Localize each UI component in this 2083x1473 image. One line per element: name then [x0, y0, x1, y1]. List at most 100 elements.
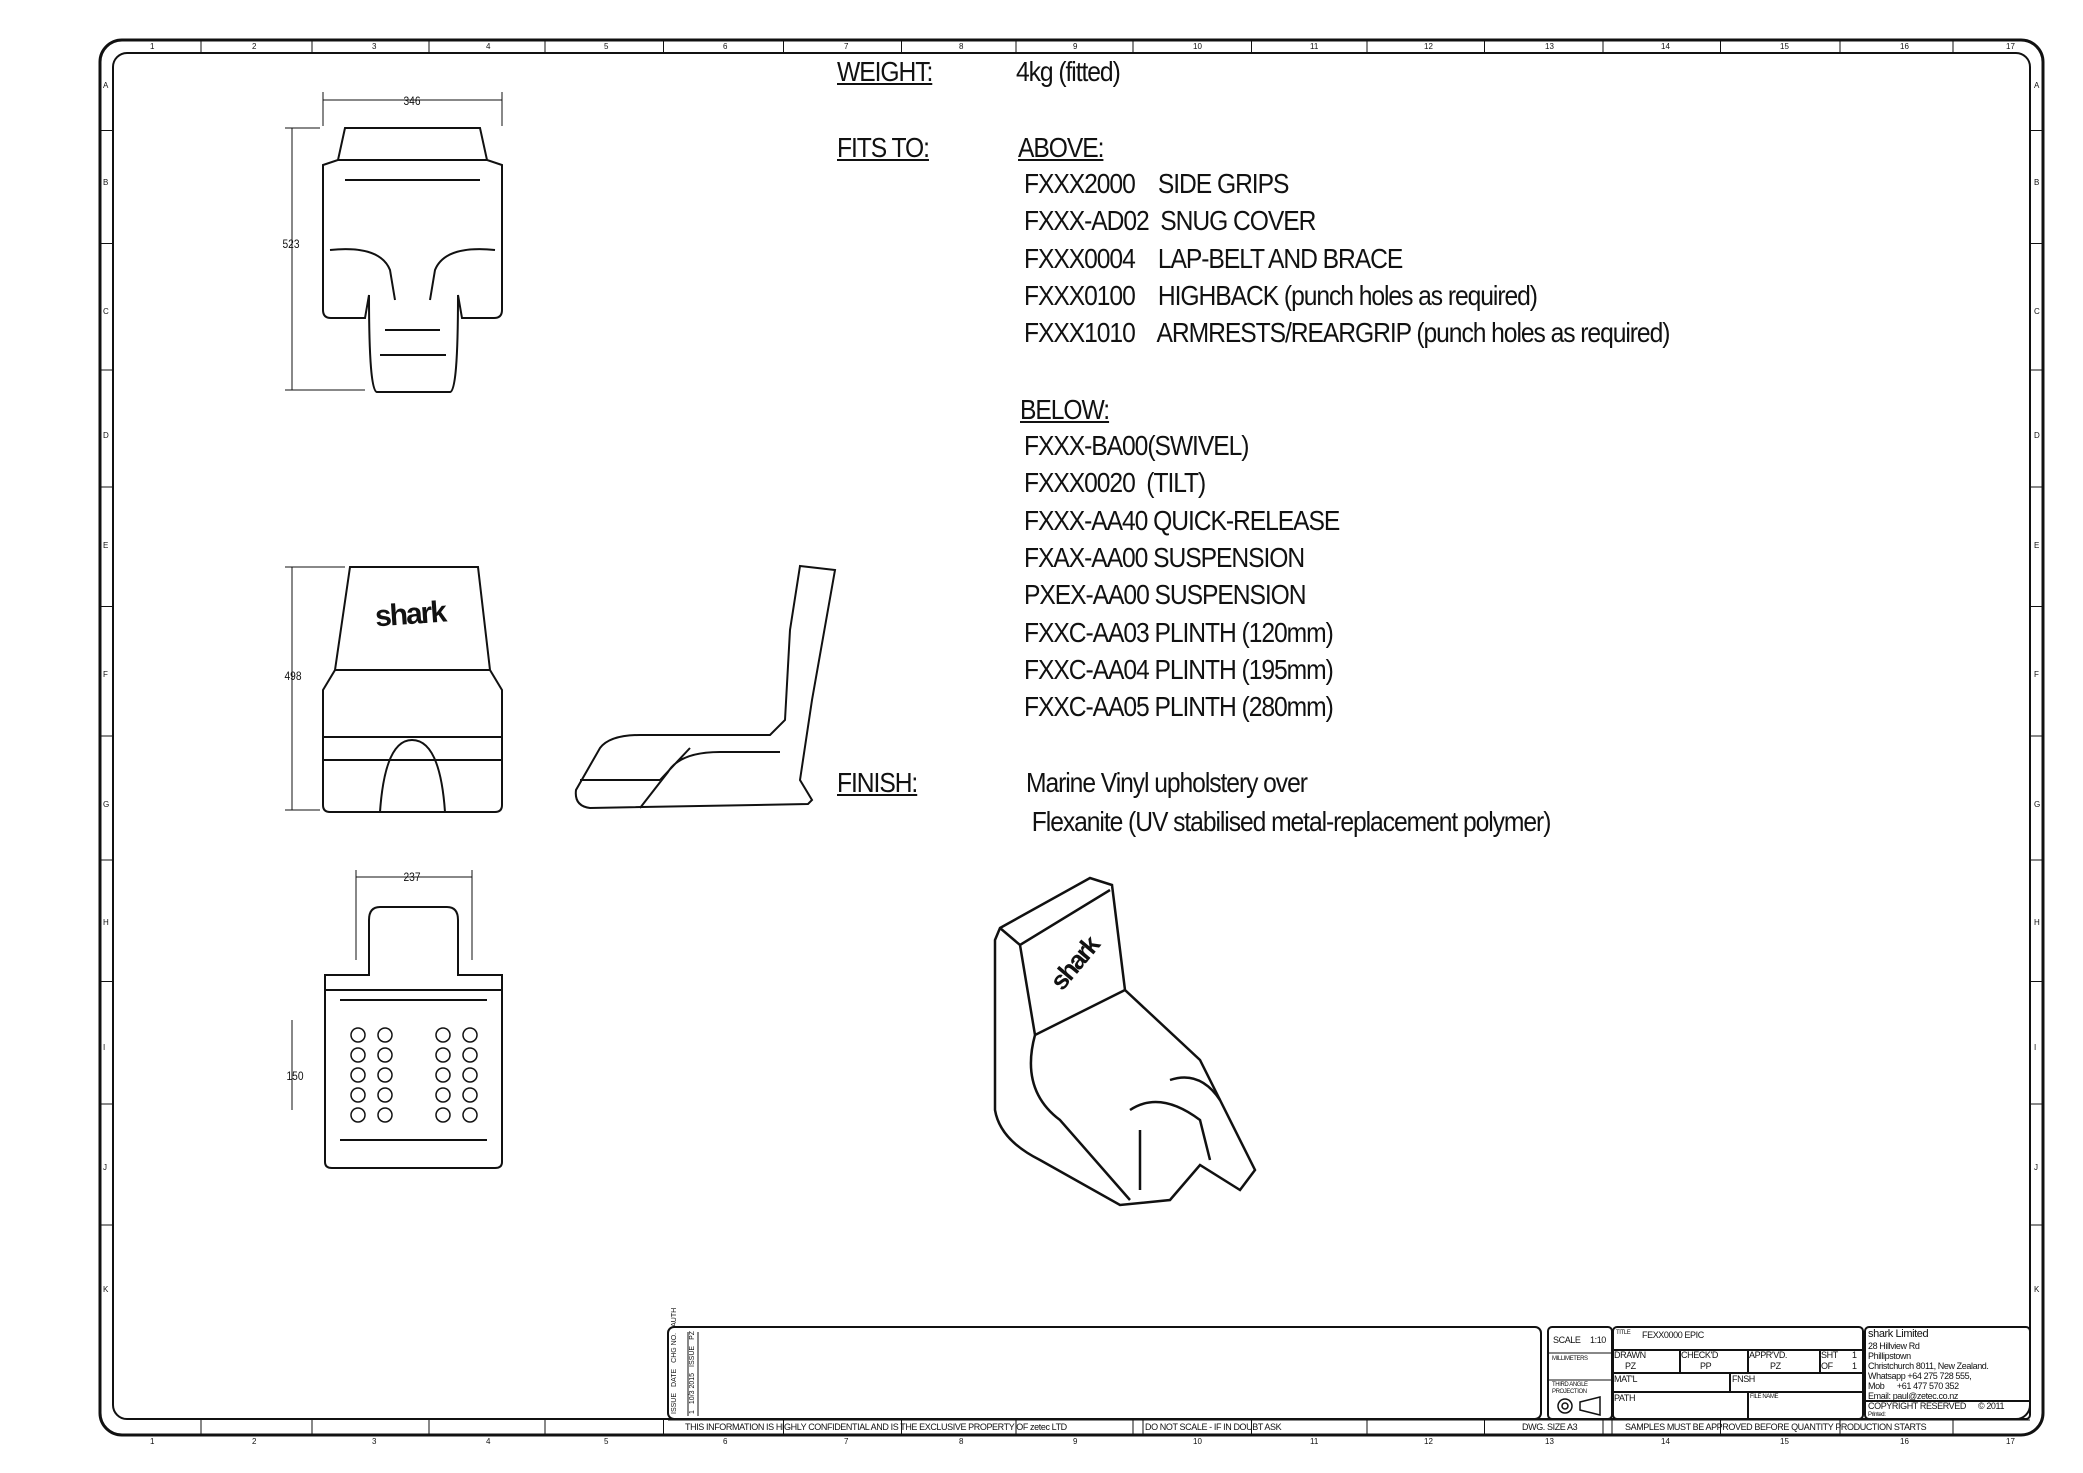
rev-chg: ISSUE [689, 1345, 696, 1367]
rev-issue: 1 [689, 1410, 696, 1414]
zone-column-label: 6 [723, 42, 728, 51]
shark-logo: shark [373, 595, 447, 634]
of-value: 1 [1852, 1361, 1857, 1371]
zone-column-label: 14 [1661, 1437, 1670, 1446]
weight-value: 4kg (fitted) [1016, 56, 1121, 87]
fits-below-item: FXXC-AA05 PLINTH (280mm) [1024, 691, 1334, 723]
finish-line-1: Marine Vinyl upholstery over [1026, 767, 1308, 798]
outer-border [98, 38, 2045, 1437]
title-label: TITLE [1616, 1330, 1631, 1336]
projection-label: THIRD ANGLE PROJECTION [1552, 1382, 1588, 1395]
finish-line-2: Flexanite (UV stabilised metal-replaceme… [1026, 806, 1552, 837]
zone-column-label: 7 [844, 42, 849, 51]
zone-column-label: 16 [1900, 1437, 1909, 1446]
zone-column-label: 10 [1193, 42, 1202, 51]
fits-above-item: FXXX0004 LAP-BELT AND BRACE [1024, 242, 1403, 274]
zone-row-label: I [2034, 1043, 2037, 1052]
zone-column-label: 16 [1900, 42, 1909, 51]
checked-value: PP [1700, 1361, 1712, 1371]
rev-date: 10/3 2015 [689, 1372, 696, 1405]
zone-row-label: K [103, 1285, 109, 1294]
zone-column-label: 10 [1193, 1437, 1202, 1446]
dimension-top-width: 346 [403, 94, 421, 108]
rev-issue-header: ISSUE [671, 1392, 678, 1414]
company-line: 28 Hillview Rd [1868, 1341, 1920, 1351]
revision-row: 1 10/3 2015 ISSUE PZ [689, 1331, 697, 1414]
rev-auth: PZ [689, 1330, 696, 1340]
approved-label: APPR'VD. [1749, 1350, 1788, 1360]
drawn-value: PZ [1625, 1361, 1636, 1371]
bottom-view-drawing [291, 870, 503, 1169]
fits-to-label: FITS TO: [837, 132, 930, 163]
title-block-frame [667, 1326, 2031, 1435]
finish-field-label: FNSH [1732, 1374, 1755, 1384]
zone-column-label: 1 [150, 42, 155, 51]
zone-row-label: H [2034, 918, 2040, 927]
fits-below-item: PXEX-AA00 SUSPENSION [1024, 579, 1307, 611]
scale-label: SCALE [1553, 1335, 1581, 1345]
zone-column-label: 4 [486, 1437, 491, 1446]
rev-auth-header: AUTH [671, 1307, 678, 1327]
zone-column-label: 1 [150, 1437, 155, 1446]
zone-column-label: 5 [604, 42, 609, 51]
zone-row-label: D [103, 431, 109, 440]
zone-row-label: C [2034, 307, 2040, 316]
zone-column-label: 12 [1424, 42, 1433, 51]
zone-column-label: 7 [844, 1437, 849, 1446]
fits-above-item: FXXX0100 HIGHBACK (punch holes as requir… [1024, 279, 1538, 311]
fits-below-item: FXAX-AA00 SUSPENSION [1024, 541, 1305, 573]
sheet-value: 1 [1852, 1350, 1857, 1360]
dimension-front-height: 498 [284, 669, 302, 683]
zone-row-label: F [103, 670, 108, 679]
zone-row-label: K [2034, 1285, 2040, 1294]
dimension-bottom-spacing: 150 [286, 1069, 304, 1083]
zone-row-label: I [103, 1043, 106, 1052]
samples-notice: SAMPLES MUST BE APPROVED BEFORE QUANTITY… [1625, 1422, 1927, 1432]
dimension-top-depth: 523 [282, 237, 300, 251]
fits-below-item: FXXX-BA00(SWIVEL) [1024, 430, 1249, 461]
zone-column-label: 8 [959, 42, 964, 51]
units-label: MILLIMETERS [1552, 1356, 1588, 1362]
zone-row-label: J [103, 1163, 107, 1172]
do-not-scale-notice: DO NOT SCALE - IF IN DOUBT ASK [1145, 1422, 1282, 1432]
zone-column-label: 15 [1780, 42, 1789, 51]
company-line: shark Limited [1868, 1328, 1929, 1340]
company-line: Phillipstown [1868, 1351, 1911, 1361]
zone-column-label: 17 [2006, 42, 2015, 51]
company-line: Email: paul@zetec.co.nz [1868, 1391, 1958, 1401]
drawing-size: DWG. SIZE A3 [1522, 1422, 1578, 1432]
company-line: Christchurch 8011, New Zealand. [1868, 1361, 1989, 1371]
top-view-drawing [285, 92, 503, 393]
fits-below-item: FXXC-AA04 PLINTH (195mm) [1024, 653, 1334, 685]
fits-above-item: FXXX2000 SIDE GRIPS [1024, 168, 1289, 199]
filename-label: FILE NAME [1750, 1394, 1779, 1400]
below-label: BELOW: [1020, 394, 1110, 425]
fits-above-item: FXXX1010 ARMRESTS/REARGRIP (punch holes … [1024, 317, 1670, 349]
zone-column-label: 13 [1545, 42, 1554, 51]
zone-row-label: B [103, 178, 109, 187]
material-label: MAT'L [1614, 1374, 1638, 1384]
approved-value: PZ [1770, 1361, 1781, 1371]
zone-column-label: 9 [1073, 42, 1078, 51]
zone-row-label: G [2034, 800, 2041, 809]
zone-column-label: 11 [1310, 1437, 1319, 1446]
fits-below-item: FXXC-AA03 PLINTH (120mm) [1024, 616, 1334, 648]
weight-label: WEIGHT: [837, 56, 933, 87]
zone-column-label: 6 [723, 1437, 728, 1446]
zone-column-label: 8 [959, 1437, 964, 1446]
copyright: COPYRIGHT RESERVED [1868, 1401, 1966, 1411]
revision-headers: ISSUE DATE CHG NO. AUTH [671, 1308, 679, 1414]
zone-row-label: B [2034, 178, 2040, 187]
front-view-drawing [285, 566, 503, 813]
zone-row-label: C [103, 307, 109, 316]
side-view-drawing [574, 564, 837, 810]
zone-column-label: 4 [486, 42, 491, 51]
checked-label: CHECK'D [1681, 1350, 1718, 1360]
of-label: OF [1821, 1361, 1833, 1371]
zone-column-label: 3 [372, 42, 377, 51]
zone-column-label: 5 [604, 1437, 609, 1446]
dimension-bottom-width: 237 [403, 870, 421, 884]
zone-column-label: 13 [1545, 1437, 1554, 1446]
drawn-label: DRAWN [1614, 1350, 1646, 1360]
printed-label: Printed: [1868, 1412, 1886, 1418]
